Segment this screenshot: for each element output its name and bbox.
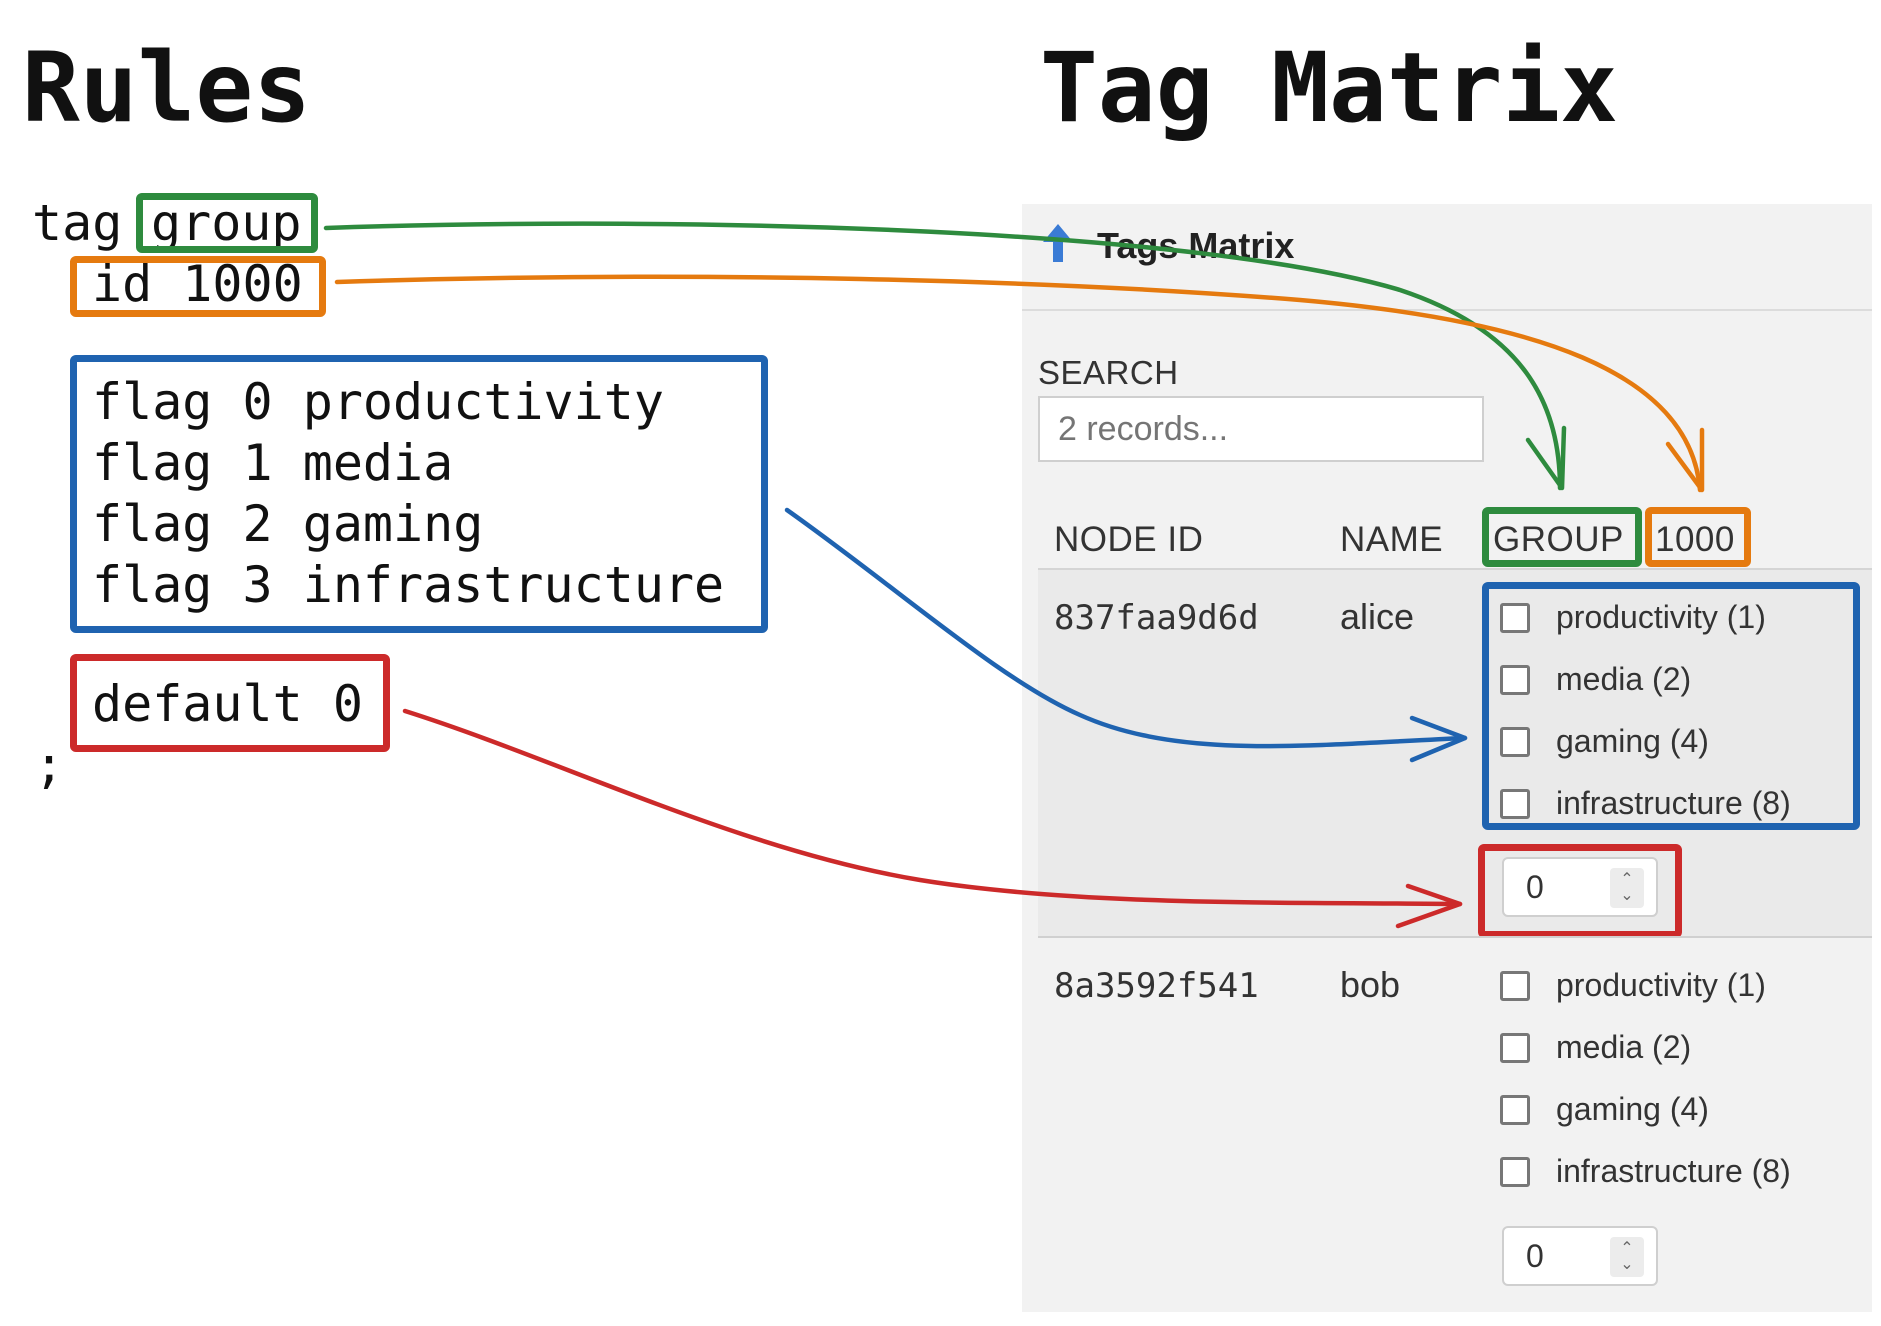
search-input[interactable] [1038,396,1484,462]
rules-heading: Rules [22,32,311,144]
checkbox[interactable] [1500,788,1530,819]
option-productivity[interactable]: productivity (1) [1500,599,1766,636]
group-connector-arrow [323,221,1563,491]
row-divider [1038,936,1872,938]
rule-flag-0: flag 0 productivity [92,373,664,431]
rule-default-line: default 0 [92,675,363,733]
default-highlight-box [70,654,390,752]
column-header-node-id[interactable]: NODE ID [1054,520,1204,559]
checkbox[interactable] [1500,602,1530,633]
table-row [1038,570,1872,936]
column-header-group[interactable]: GROUP [1493,520,1624,559]
checkbox[interactable] [1500,1156,1530,1187]
up-arrow-icon[interactable] [1040,222,1076,264]
checkbox[interactable] [1500,970,1530,1001]
rule-group-name: group [151,194,302,252]
option-label: gaming (4) [1556,1091,1709,1127]
option-media[interactable]: media (2) [1500,661,1691,698]
checkbox[interactable] [1500,664,1530,695]
group-connector-arrowhead [1525,425,1567,491]
id-column-highlight-box [1645,507,1751,567]
group-column-highlight-box [1482,507,1642,567]
column-header-name[interactable]: NAME [1340,520,1444,559]
flags-connector-arrowhead [1409,715,1468,763]
row-node-id: 837faa9d6d [1054,598,1259,638]
option-infrastructure[interactable]: infrastructure (8) [1500,1153,1791,1190]
option-gaming[interactable]: gaming (4) [1500,723,1709,760]
id-connector-arrow [334,274,1703,493]
options-highlight-box [1482,582,1860,830]
option-label: media (2) [1556,661,1692,697]
option-label: media (2) [1556,1029,1692,1065]
tag-matrix-heading: Tag Matrix [1040,32,1618,144]
rule-tag-keyword: tag [32,194,123,252]
option-label: productivity (1) [1556,599,1766,635]
value-stepper[interactable]: 0 ⌃⌄ [1502,857,1658,917]
option-infrastructure[interactable]: infrastructure (8) [1500,785,1791,822]
checkbox[interactable] [1500,726,1530,757]
row-name: bob [1340,964,1401,1005]
option-productivity[interactable]: productivity (1) [1500,967,1766,1004]
rule-terminator: ; [34,736,65,794]
checkbox[interactable] [1500,1032,1530,1063]
rule-id-line: id 1000 [92,255,303,313]
option-label: infrastructure (8) [1556,785,1791,821]
rule-flags: flag 0 productivity flag 1 media flag 2 … [92,372,724,616]
option-label: infrastructure (8) [1556,1153,1791,1189]
stepper-arrows-icon[interactable]: ⌃⌄ [1610,1237,1644,1277]
group-highlight-box [136,193,318,253]
stepper-value: 0 [1526,1238,1544,1274]
row-node-id: 8a3592f541 [1054,966,1259,1006]
stepper-arrows-icon[interactable]: ⌃⌄ [1610,868,1644,908]
option-media[interactable]: media (2) [1500,1029,1691,1066]
stepper-value: 0 [1526,869,1544,905]
row-name: alice [1340,596,1415,637]
rule-flag-1: flag 1 media [92,434,454,492]
search-label: SEARCH [1038,354,1179,391]
id-connector-arrowhead [1665,427,1705,493]
column-header-1000[interactable]: 1000 [1655,520,1735,559]
flags-connector-arrow [784,507,1468,749]
value-stepper[interactable]: 0 ⌃⌄ [1502,1226,1658,1286]
rule-flag-2: flag 2 gaming [92,495,484,553]
option-gaming[interactable]: gaming (4) [1500,1091,1709,1128]
default-connector-arrow [402,708,1463,907]
checkbox[interactable] [1500,1094,1530,1125]
rule-flag-3: flag 3 infrastructure [92,556,725,614]
table-header-divider [1038,568,1872,570]
option-label: productivity (1) [1556,967,1766,1003]
default-value-highlight-box [1478,844,1682,938]
flags-highlight-box [70,355,768,633]
option-label: gaming (4) [1556,723,1709,759]
id-highlight-box [70,256,326,317]
default-connector-arrowhead [1395,883,1463,929]
